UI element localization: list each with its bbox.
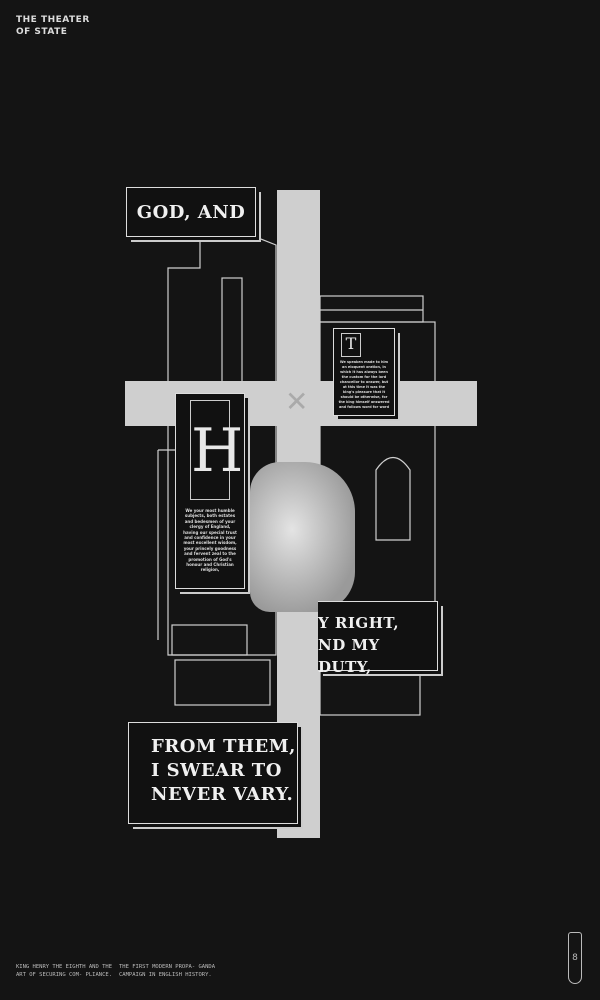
text-left: We your most humble subjects, both estat… xyxy=(183,508,237,573)
banner-mid-text: Y RIGHT, ND MY DUTY, xyxy=(318,614,400,676)
banner-bottom-text: FROM THEM, I SWEAR TO NEVER VARY. xyxy=(151,736,296,805)
page-number-mark: 8 xyxy=(568,932,582,984)
x-mark-icon: ✕ xyxy=(285,385,309,418)
footer-col-2: THE FIRST MODERN PROPA- GANDA CAMPAIGN I… xyxy=(119,964,216,978)
hand-image xyxy=(250,462,355,612)
poster-title: THE THEATER OF STATE xyxy=(16,15,90,37)
text-card-right: T We speaken made to him an eloquent ora… xyxy=(333,328,395,416)
text-right: We speaken made to him an eloquent orati… xyxy=(338,360,390,409)
text-card-left: H We your most humble subjects, both est… xyxy=(175,393,245,589)
footer-col-1: KING HENRY THE EIGHTH AND THE ART OF SEC… xyxy=(16,964,113,978)
banner-bottom: FROM THEM, I SWEAR TO NEVER VARY. xyxy=(128,722,298,824)
initial-right: T xyxy=(341,333,361,357)
initial-left: H xyxy=(190,400,243,500)
banner-top-text: GOD, AND xyxy=(136,201,246,223)
banner-mid: Y RIGHT, ND MY DUTY, xyxy=(318,601,438,676)
banner-top: GOD, AND xyxy=(126,187,256,237)
